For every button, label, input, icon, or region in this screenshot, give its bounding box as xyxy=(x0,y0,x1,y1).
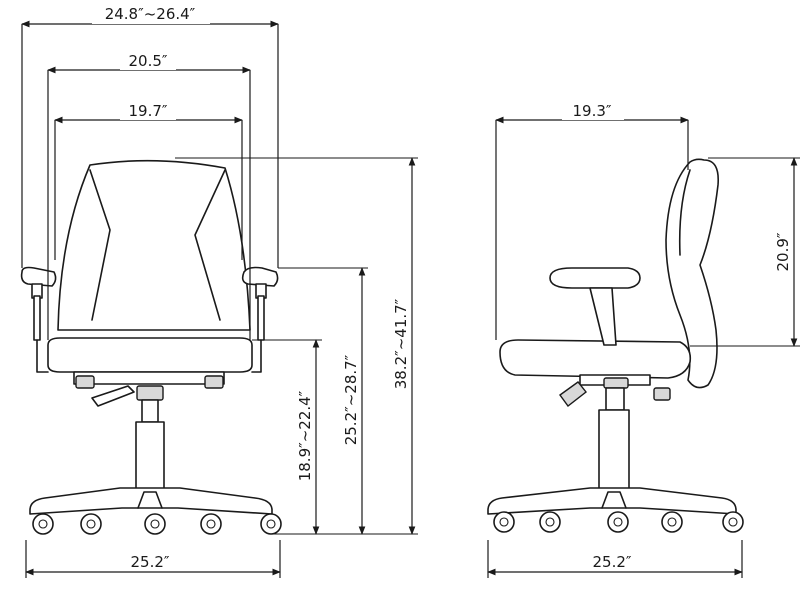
dim-overall-height: 38.2″~41.7″ xyxy=(175,157,418,535)
label-side-base-width: 25.2″ xyxy=(592,553,631,571)
dim-seat-depth: 19.3″ xyxy=(495,102,689,340)
side-mechanism xyxy=(559,374,671,407)
label-overall-width: 24.8″~26.4″ xyxy=(105,5,196,23)
front-seat-cushion xyxy=(47,337,253,373)
label-overall-height: 38.2″~41.7″ xyxy=(392,298,410,389)
label-armrest-height: 25.2″~28.7″ xyxy=(342,354,360,445)
dim-seat-height: 18.9″~22.4″ xyxy=(252,339,322,535)
side-armrest xyxy=(549,267,641,346)
label-seat-depth: 19.3″ xyxy=(572,102,611,120)
front-view: 24.8″~26.4″ 20.5″ 19.7″ 25.2″ xyxy=(20,4,418,578)
side-gas-cylinder xyxy=(598,387,630,491)
label-seat-width: 19.7″ xyxy=(128,102,167,120)
side-casters xyxy=(493,511,744,533)
label-seat-height: 18.9″~22.4″ xyxy=(296,390,314,481)
dim-side-base-width: 25.2″ xyxy=(487,540,743,578)
dim-overall-width: 24.8″~26.4″ xyxy=(21,4,279,268)
front-casters xyxy=(32,513,282,535)
front-mechanism xyxy=(73,371,225,407)
dim-seat-width: 19.7″ xyxy=(54,102,243,260)
side-backrest xyxy=(665,158,720,389)
side-base xyxy=(487,487,737,515)
front-base xyxy=(29,487,273,515)
label-armrest-width: 20.5″ xyxy=(128,52,167,70)
dim-armrest-height: 25.2″~28.7″ xyxy=(278,267,368,535)
label-front-base-width: 25.2″ xyxy=(130,553,169,571)
dim-back-height: 20.9″ xyxy=(690,157,800,347)
side-view: 19.3″ 20.9″ 25.2″ xyxy=(487,102,800,578)
front-left-armrest xyxy=(20,266,57,373)
front-gas-cylinder xyxy=(135,399,165,491)
front-backrest xyxy=(57,159,251,331)
dim-front-base-width: 25.2″ xyxy=(25,540,281,578)
side-seat-cushion xyxy=(499,339,692,379)
label-back-height: 20.9″ xyxy=(774,232,792,271)
dim-armrest-width: 20.5″ xyxy=(47,52,251,340)
